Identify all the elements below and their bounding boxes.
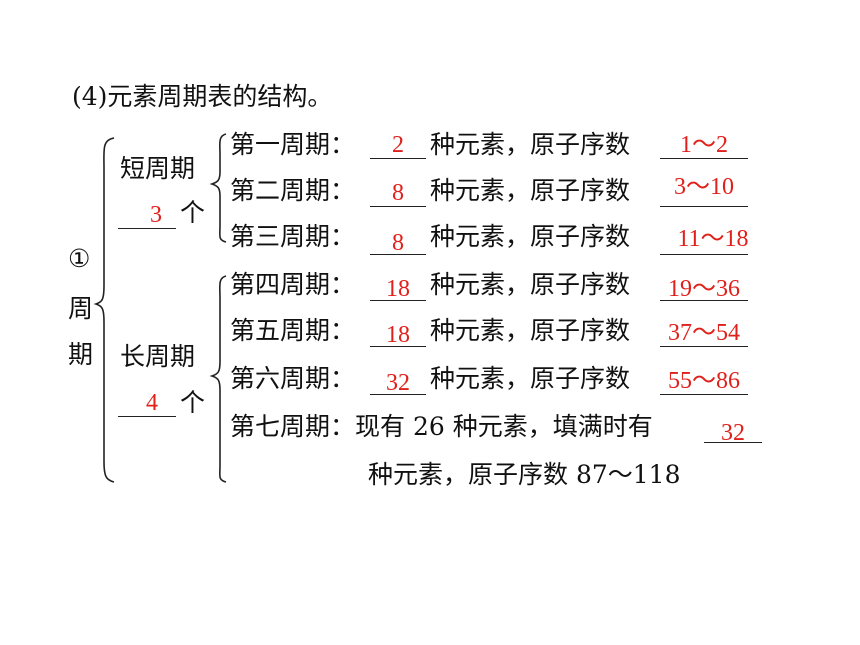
long-period-label: 长周期 [120, 342, 196, 371]
long-period-count-suffix: 个 [180, 388, 206, 417]
row-1-count-answer: 2 [392, 132, 404, 158]
row-5-range-answer: 37～54 [668, 320, 740, 346]
row-1-mid: 种元素，原子序数 [430, 130, 631, 159]
row-4-range-blank [660, 300, 748, 301]
row-5-range-blank [660, 346, 748, 347]
row-4-mid: 种元素，原子序数 [430, 270, 631, 299]
row-2-range-answer: 3～10 [674, 174, 734, 200]
row-3-range-blank [660, 254, 748, 255]
row-3-mid: 种元素，原子序数 [430, 222, 631, 251]
row-6-range-blank [660, 394, 748, 395]
row-7-count-answer: 32 [721, 420, 745, 446]
row-3-prefix: 第三周期： [230, 222, 356, 251]
row-6-range-answer: 55～86 [668, 368, 740, 394]
row-4-count-blank [370, 300, 426, 301]
row-7-count-blank [704, 442, 762, 443]
row-6-mid: 种元素，原子序数 [430, 364, 631, 393]
row-2-range-blank [660, 206, 748, 207]
row-1-range-answer: 1～2 [680, 132, 728, 158]
row-2-count-blank [370, 206, 426, 207]
row-5-count-blank [370, 346, 426, 347]
short-period-count-blank [118, 228, 176, 229]
row-7-line-2: 种元素，原子序数 87～118 [368, 460, 681, 489]
row-4-count-answer: 18 [386, 276, 410, 302]
row-5-mid: 种元素，原子序数 [430, 316, 631, 345]
row-1-range-blank [660, 158, 748, 159]
row-6-prefix: 第六周期： [230, 364, 356, 393]
long-period-count-blank [118, 416, 176, 417]
section-heading: (4)元素周期表的结构。 [72, 82, 333, 111]
short-period-count-suffix: 个 [180, 198, 206, 227]
row-2-prefix: 第二周期： [230, 176, 356, 205]
row-5-count-answer: 18 [386, 322, 410, 348]
row-2-count-answer: 8 [392, 180, 404, 206]
row-6-count-blank [370, 394, 426, 395]
row-4-prefix: 第四周期： [230, 270, 356, 299]
row-3-count-blank [370, 254, 426, 255]
row-7-line-1: 第七周期：现有 26 种元素，填满时有 [230, 412, 653, 441]
row-4-range-answer: 19～36 [668, 276, 740, 302]
row-1-count-blank [370, 158, 426, 159]
group-number: ① [68, 244, 91, 273]
row-5-prefix: 第五周期： [230, 316, 356, 345]
row-3-range-answer: 11～18 [677, 226, 749, 252]
group-char-zhou: 周 [68, 294, 94, 323]
group-char-qi: 期 [68, 340, 94, 369]
row-3-count-answer: 8 [392, 230, 404, 256]
short-period-count-answer: 3 [150, 202, 162, 228]
row-6-count-answer: 32 [386, 370, 410, 396]
short-period-label: 短周期 [120, 154, 196, 183]
row-2-mid: 种元素，原子序数 [430, 176, 631, 205]
row-1-prefix: 第一周期： [230, 130, 356, 159]
long-period-count-answer: 4 [146, 390, 158, 416]
